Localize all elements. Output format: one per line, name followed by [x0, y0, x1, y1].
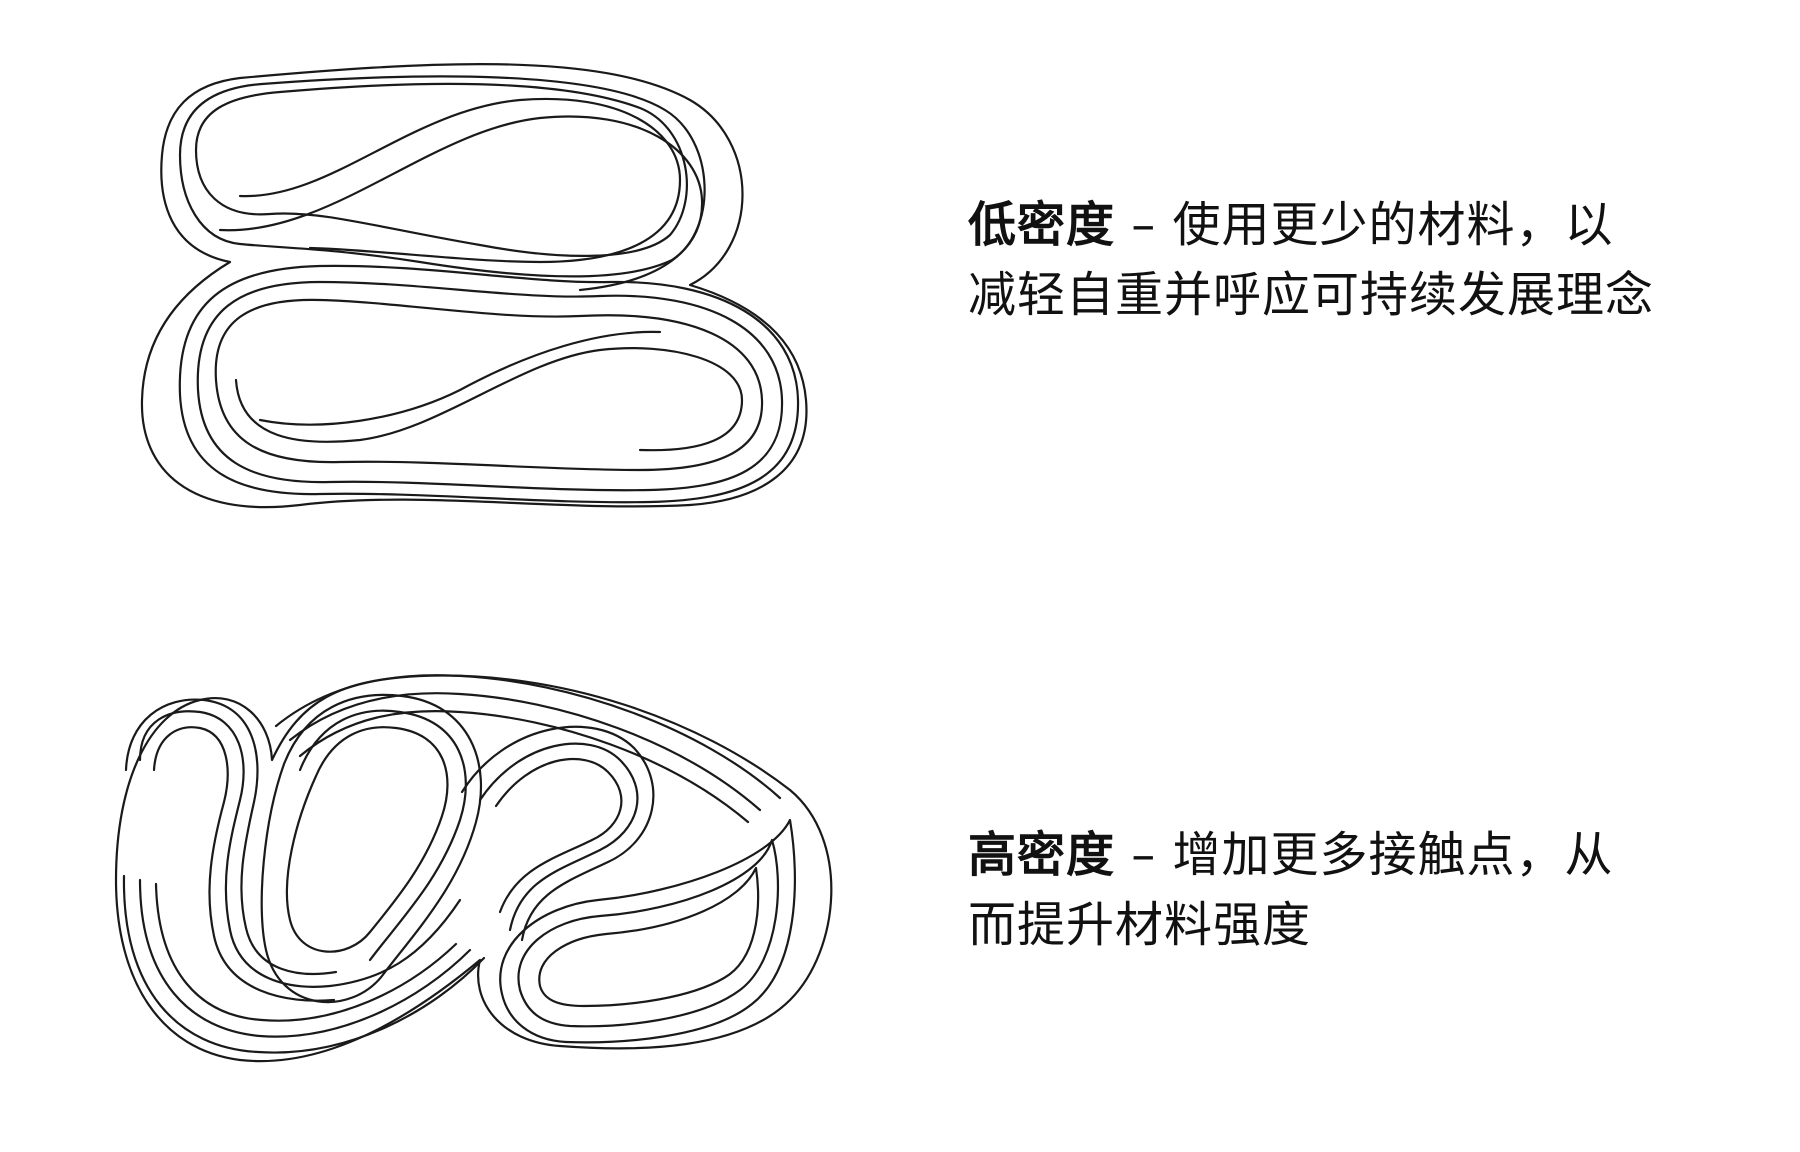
high-density-middle-finger-outer [260, 693, 483, 1004]
high-density-text-line2: 而提升材料强度 [968, 897, 1312, 953]
high-density-right-finger-outer [460, 725, 655, 942]
high-density-bottom-band-3 [122, 874, 486, 1054]
high-density-text-line1: 增加更多接触点，从 [1172, 827, 1614, 883]
high-density-top-band-3 [274, 674, 782, 800]
high-density-separator: – [1115, 827, 1173, 883]
high-density-right-finger-inner [494, 757, 623, 914]
low-density-outer-contour [140, 63, 808, 509]
low-density-term: 低密度 [968, 197, 1116, 253]
low-density-separator: – [1115, 197, 1173, 253]
high-density-top-band-2 [298, 709, 750, 824]
low-density-text-line1: 使用更少的材料，以 [1172, 197, 1614, 253]
high-density-bottom-band-2 [154, 882, 458, 1022]
low-density-caption-line1: 低密度 – 使用更少的材料，以 [968, 190, 1728, 260]
low-density-text-line2: 减轻自重并呼应可持续发展理念 [968, 267, 1655, 323]
high-density-caption: 高密度 – 增加更多接触点，从 而提升材料强度 [968, 820, 1728, 960]
high-density-bottom-band [138, 878, 472, 1038]
high-density-middle-finger-inner [285, 726, 449, 953]
high-density-left-finger [138, 710, 462, 988]
low-density-upper-loop [194, 82, 688, 257]
low-density-caption: 低密度 – 使用更少的材料，以 减轻自重并呼应可持续发展理念 [968, 190, 1728, 330]
low-density-lower-s [234, 347, 744, 452]
high-density-band [114, 674, 833, 1063]
high-density-left-finger-inner [152, 726, 336, 1002]
low-density-lower-inner [196, 280, 784, 492]
high-density-caption-line1: 高密度 – 增加更多接触点，从 [968, 820, 1728, 890]
low-density-lower-mid [178, 264, 800, 504]
high-density-diagram [114, 674, 833, 1063]
high-density-middle-finger [298, 709, 467, 962]
high-density-right-finger [478, 742, 639, 932]
high-density-top-band [288, 692, 762, 812]
high-density-term: 高密度 [968, 827, 1116, 883]
high-density-bottom-loop-inner [538, 866, 760, 1008]
low-density-lower-loop [214, 298, 764, 472]
high-density-bottom-loop-outer [499, 818, 796, 1044]
high-density-left-finger-outer [124, 698, 338, 975]
low-density-diagram [140, 63, 808, 509]
high-density-bottom-loop [517, 838, 780, 1028]
low-density-upper-s [238, 97, 682, 264]
low-density-lower-s2 [258, 330, 662, 426]
low-density-upper-s2 [218, 115, 704, 292]
low-density-band [140, 63, 808, 509]
